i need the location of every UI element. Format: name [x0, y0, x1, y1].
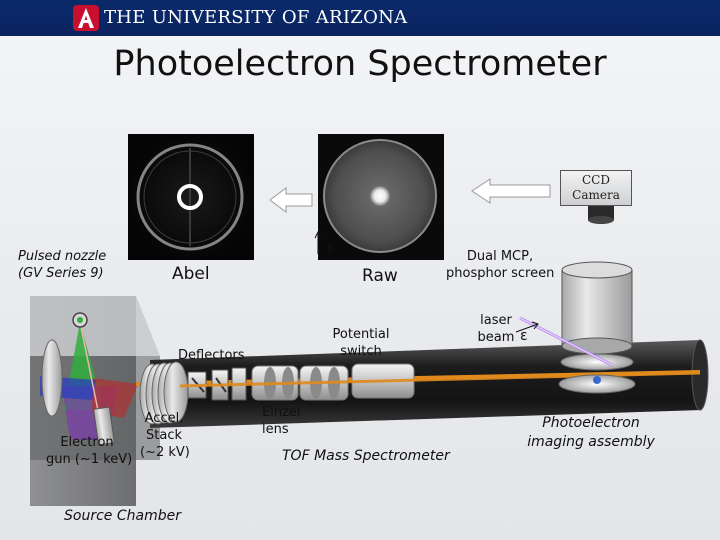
mcp-detector-icon: [562, 262, 632, 354]
electron-gun-line1: Electron: [46, 434, 128, 451]
einzel-lens-line1: Einzel: [262, 404, 301, 421]
accel-stack-label: Accel. Stack (~2 kV): [140, 410, 188, 461]
dual-mcp-label: Dual MCP, phosphor screen: [446, 248, 554, 282]
tof-label: TOF Mass Spectrometer: [282, 448, 450, 464]
photoelectron-imaging-label: Photoelectron imaging assembly: [526, 414, 656, 452]
accel-stack-line2: Stack: [140, 427, 188, 444]
photoelectron-line2: imaging assembly: [526, 433, 656, 452]
dual-mcp-line2: phosphor screen: [446, 265, 554, 282]
pulsed-nozzle-line1: Pulsed nozzle: [18, 248, 106, 265]
electron-gun-line2: gun (~1 keV): [46, 451, 128, 468]
skimmer-disc: [42, 340, 62, 416]
photoelectron-line1: Photoelectron: [526, 414, 656, 433]
ccd-camera-line2: Camera: [561, 188, 631, 203]
electron-gun-label: Electron gun (~1 keV): [46, 434, 128, 468]
raw-label: Raw: [362, 266, 398, 286]
einzel-lens-line2: lens: [262, 421, 301, 438]
potential-switch-line2: switch: [326, 343, 396, 360]
potential-switch-label: Potential switch: [326, 326, 396, 360]
laser-beam-label: laser beam: [474, 312, 518, 346]
laser-beam-line1: laser: [474, 312, 518, 329]
ccd-camera-line1: CCD: [561, 173, 631, 188]
abel-label: Abel: [172, 264, 210, 284]
deflectors-label: Deflectors: [178, 348, 245, 363]
pulsed-nozzle-label: Pulsed nozzle (GV Series 9): [18, 248, 106, 282]
laser-epsilon-symbol: ε: [520, 328, 528, 344]
accel-stack-line1: Accel.: [140, 410, 188, 427]
source-chamber-label: Source Chamber: [64, 508, 181, 524]
laser-beam-line2: beam: [474, 329, 518, 346]
accel-stack-line3: (~2 kV): [140, 444, 188, 461]
dual-mcp-line1: Dual MCP,: [446, 248, 554, 265]
potential-switch-line1: Potential: [326, 326, 396, 343]
ccd-camera-icon: [588, 206, 614, 224]
pulsed-nozzle-line2: (GV Series 9): [18, 265, 106, 282]
einzel-lens-label: Einzel lens: [262, 404, 301, 438]
ccd-camera-label: CCD Camera: [560, 170, 632, 206]
